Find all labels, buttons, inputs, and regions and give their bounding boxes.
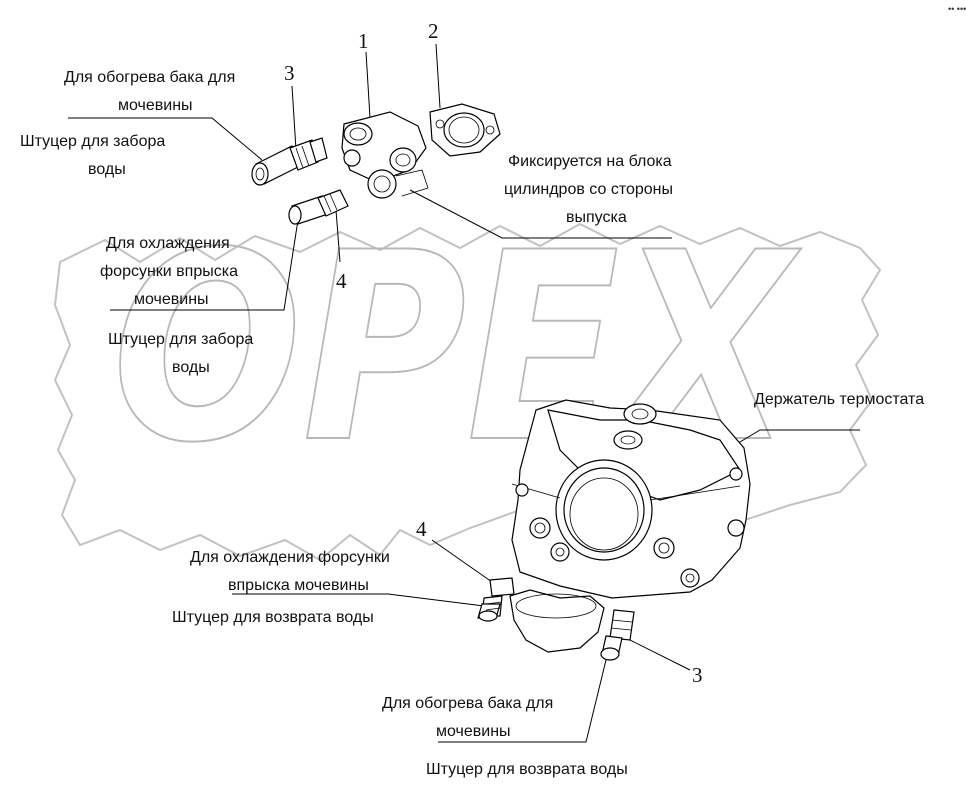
label-water-intake-mid-2: воды xyxy=(172,359,210,376)
corner-mark: •• ••• xyxy=(948,4,966,14)
fitting-3-top xyxy=(251,137,328,186)
leader-3-top xyxy=(291,85,297,151)
leader-lines xyxy=(68,43,860,743)
label-nozzle-mid-1: Для охлаждения xyxy=(106,235,230,252)
label-tank-heating-bottom-2: мочевины xyxy=(436,723,511,740)
callout-2: 2 xyxy=(428,19,439,43)
leader-4-mid xyxy=(335,209,341,263)
label-water-return-left: Штуцер для возврата воды xyxy=(172,609,374,626)
leader-3-bottom xyxy=(621,635,691,671)
leader-nozzle-mid xyxy=(110,219,299,311)
watermark-gear-frame xyxy=(53,222,882,562)
label-thermostat-holder: Держатель термостата xyxy=(754,391,924,408)
label-water-return-bottom: Штуцер для возврата воды xyxy=(426,761,628,778)
leader-tank-heating-bottom xyxy=(438,659,607,743)
leader-2 xyxy=(435,43,441,109)
gasket-2 xyxy=(429,103,501,157)
leader-1 xyxy=(365,51,371,119)
label-tank-heating-bottom-1: Для обогрева бака для xyxy=(382,695,553,712)
thermostat-holder xyxy=(509,399,751,653)
leader-tank-heating-top xyxy=(68,117,263,161)
label-water-intake-top-1: Штуцер для забора xyxy=(20,133,165,150)
label-nozzle-mid-3: мочевины xyxy=(134,291,209,308)
label-nozzle-bottom-1: Для охлаждения форсунки xyxy=(190,549,390,566)
callout-4-mid: 4 xyxy=(336,269,347,293)
leader-nozzle-bottom xyxy=(232,593,485,607)
callout-1: 1 xyxy=(358,29,369,53)
callout-3-bottom: 3 xyxy=(692,663,703,687)
adapter-block-1 xyxy=(341,111,429,199)
label-tank-heating-top-2: мочевины xyxy=(118,97,193,114)
label-nozzle-mid-2: форсунки впрыска xyxy=(100,263,238,280)
callout-3-top: 3 xyxy=(284,61,295,85)
leader-fixed xyxy=(409,189,672,239)
label-fixed-3: выпуска xyxy=(566,209,627,226)
callout-4-bottom: 4 xyxy=(416,517,427,541)
leader-4-bottom xyxy=(431,539,493,583)
fitting-4-bottom xyxy=(477,577,515,622)
label-water-intake-top-2: воды xyxy=(88,161,126,178)
label-fixed-2: цилиндров со стороны xyxy=(504,181,673,198)
label-water-intake-mid-1: Штуцер для забора xyxy=(108,331,253,348)
label-nozzle-bottom-2: впрыска мочевины xyxy=(228,577,369,594)
fitting-3-bottom xyxy=(600,609,635,661)
watermark: OPEX xyxy=(53,197,882,562)
fitting-4-mid xyxy=(288,189,349,225)
label-fixed-1: Фиксируется на блока xyxy=(508,153,672,170)
label-tank-heating-top-1: Для обогрева бака для xyxy=(64,69,235,86)
